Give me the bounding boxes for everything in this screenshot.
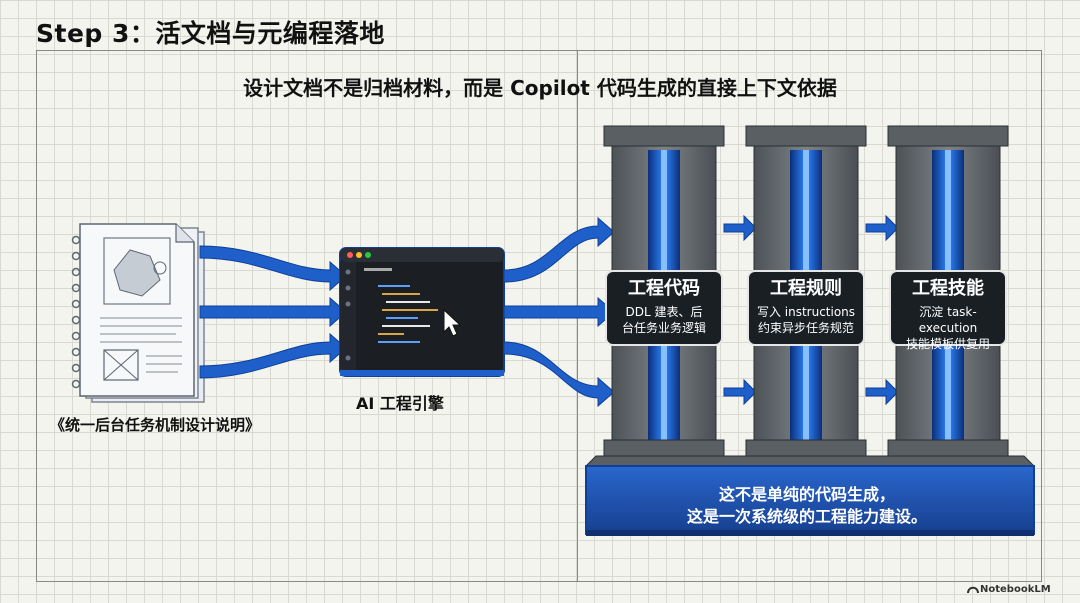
pillar-label-rules: 工程规则 写入 instructions 约束异步任务规范 — [747, 270, 865, 346]
base-caption: 这不是单纯的代码生成， 这是一次系统级的工程能力建设。 — [592, 484, 1022, 528]
pillar-desc-line: 约束异步任务规范 — [749, 320, 863, 336]
engine-caption: AI 工程引擎 — [356, 390, 444, 414]
notebooklm-logo-icon — [968, 588, 978, 593]
input-arrows — [200, 246, 346, 378]
pillar-desc-line: DDL 建表、后 — [607, 304, 721, 320]
base-caption-line2: 这是一次系统级的工程能力建设。 — [592, 506, 1022, 528]
pillar-desc-line: 技能模板供复用 — [891, 336, 1005, 352]
pillar-desc-line: 沉淀 task-execution — [891, 304, 1005, 336]
pillar-desc-line: 写入 instructions — [749, 304, 863, 320]
output-arrows — [504, 218, 614, 406]
brand-name: NotebookLM — [980, 584, 1051, 595]
pillar-title: 工程规则 — [749, 278, 863, 300]
design-document-icon — [73, 224, 205, 402]
base-caption-line1: 这不是单纯的代码生成， — [592, 484, 1022, 506]
pillar-title: 工程代码 — [607, 278, 721, 300]
pillar-label-code: 工程代码 DDL 建表、后 台任务业务逻辑 — [605, 270, 723, 346]
document-caption: 《统一后台任务机制设计说明》 — [50, 414, 260, 435]
pillar-desc-line: 台任务业务逻辑 — [607, 320, 721, 336]
pillar-title: 工程技能 — [891, 278, 1005, 300]
ai-engine-window — [340, 248, 504, 376]
pillar-label-skills: 工程技能 沉淀 task-execution 技能模板供复用 — [889, 270, 1007, 346]
